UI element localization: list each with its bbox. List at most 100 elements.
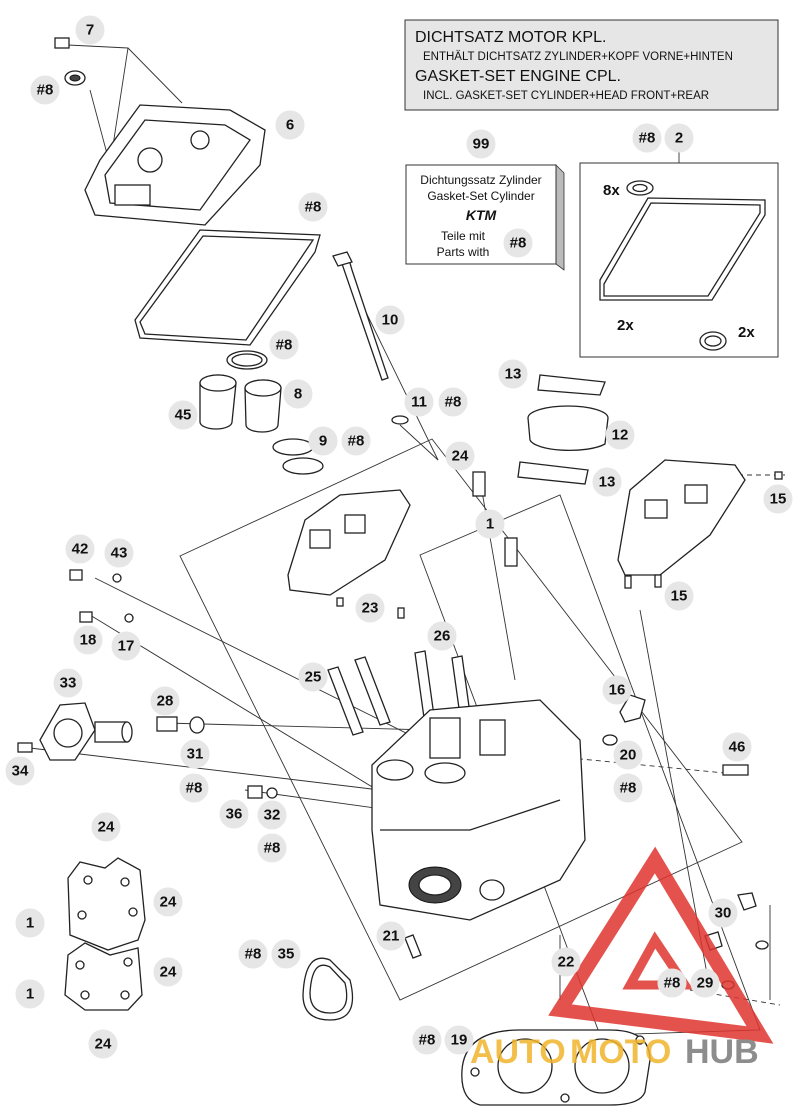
callout-15-b[interactable]: 15 [664,581,694,611]
callout-8-f[interactable]: #8 [438,387,468,417]
valve-cover [84,104,266,226]
callout-13-b[interactable]: 13 [592,467,622,497]
callout-13-a[interactable]: 13 [498,359,528,389]
svg-text:26: 26 [434,628,451,645]
svg-text:33: 33 [60,675,77,692]
qty-2x-gasket: 2x [617,317,634,334]
callout-11[interactable]: 11 [404,387,434,417]
gasket-plates-24 [64,857,146,1011]
callout-8-c[interactable]: #8 [632,123,662,153]
svg-text:24: 24 [98,819,115,836]
callout-29[interactable]: 29 [690,968,720,998]
intake-rubber [517,374,609,485]
callout-45[interactable]: 45 [168,400,198,430]
callout-36[interactable]: 36 [219,799,249,829]
callout-17[interactable]: 17 [111,631,141,661]
svg-text:42: 42 [72,541,89,558]
callout-8-a[interactable]: #8 [30,75,60,105]
automotohub-watermark: AUTO MOTO HUB [470,846,774,1071]
callout-12[interactable]: 12 [605,420,635,450]
callout-16[interactable]: 16 [602,675,632,705]
oil-filler-bolt [54,37,86,86]
gasket-set-line-4: INCL. GASKET-SET CYLINDER+HEAD FRONT+REA… [423,90,709,102]
svg-text:10: 10 [382,312,399,329]
callout-8-h[interactable]: #8 [179,773,209,803]
callout-1-b[interactable]: 1 [15,908,45,938]
callout-8-d[interactable]: #8 [269,330,299,360]
svg-text:15: 15 [671,588,688,605]
svg-text:#8: #8 [186,780,203,797]
callout-7[interactable]: 7 [75,15,105,45]
svg-text:#8: #8 [348,433,365,450]
callout-43[interactable]: 43 [104,538,134,568]
callout-23[interactable]: 23 [355,593,385,623]
gasket-set-line-3: GASKET-SET ENGINE CPL. [415,68,621,85]
callout-8-b[interactable]: #8 [298,192,328,222]
callout-8-e[interactable]: 8 [283,379,313,409]
svg-text:2: 2 [675,130,683,147]
ktm-logo: KTM [466,207,497,223]
watermark-triangle-outer [548,846,774,1044]
svg-text:25: 25 [305,669,322,686]
callout-15-a[interactable]: 15 [763,484,793,514]
callout-18[interactable]: 18 [73,625,103,655]
callout-24-b[interactable]: 24 [91,812,121,842]
callout-24-a[interactable]: 24 [445,441,475,471]
valve-cover-gasket [134,229,321,346]
callout-24-e[interactable]: 24 [88,1029,118,1059]
callouts: 7 #8 6 #8 99 #8 2 10 #8 8 45 11 #8 9 #8 … [5,15,793,1059]
svg-text:21: 21 [383,928,400,945]
callout-28[interactable]: 28 [150,686,180,716]
svg-text:23: 23 [362,600,379,617]
svg-text:7: 7 [86,22,94,39]
callout-31[interactable]: 31 [180,739,210,769]
callout-21[interactable]: 21 [376,921,406,951]
callout-6[interactable]: 6 [275,110,305,140]
callout-parts-ref[interactable]: #8 [503,228,533,258]
callout-1-c[interactable]: 1 [15,979,45,1009]
svg-text:35: 35 [278,946,295,963]
callout-20[interactable]: 20 [613,740,643,770]
callout-8-j[interactable]: #8 [257,833,287,863]
callout-8-m[interactable]: #8 [412,1025,442,1055]
callout-8-g[interactable]: #8 [341,426,371,456]
callout-25[interactable]: 25 [298,662,328,692]
callout-9[interactable]: 9 [308,426,338,456]
svg-text:19: 19 [451,1032,468,1049]
cylinder-set-line-1: Dichtungssatz Zylinder [420,173,541,187]
callout-26[interactable]: 26 [427,621,457,651]
svg-text:13: 13 [599,474,616,491]
callout-8-k[interactable]: #8 [238,939,268,969]
svg-text:#8: #8 [639,130,656,147]
callout-30[interactable]: 30 [708,898,738,928]
cylinder-set-line-4: Parts with [437,245,490,259]
callout-24-c[interactable]: 24 [153,887,183,917]
callout-99[interactable]: 99 [466,129,496,159]
svg-text:1: 1 [26,986,34,1003]
callout-10[interactable]: 10 [375,305,405,335]
svg-text:36: 36 [226,806,243,823]
svg-text:#8: #8 [664,975,681,992]
callout-8-i[interactable]: #8 [613,773,643,803]
svg-text:32: 32 [264,807,281,824]
svg-text:31: 31 [187,746,204,763]
callout-35[interactable]: 35 [271,939,301,969]
callout-22[interactable]: 22 [551,947,581,977]
svg-text:6: 6 [286,117,294,134]
callout-8-l[interactable]: #8 [657,968,687,998]
callout-42[interactable]: 42 [65,534,95,564]
cylinder-head [371,699,586,921]
rocker-carrier-front [287,489,411,619]
callout-46[interactable]: 46 [722,732,752,762]
callout-24-d[interactable]: 24 [153,957,183,987]
callout-33[interactable]: 33 [53,668,83,698]
callout-32[interactable]: 32 [257,800,287,830]
watermark-moto: MOTO [570,1033,671,1071]
callout-2[interactable]: 2 [664,123,694,153]
callout-1-a[interactable]: 1 [475,509,505,539]
svg-text:#8: #8 [305,199,322,216]
svg-text:46: 46 [729,739,746,756]
svg-text:17: 17 [118,638,135,655]
callout-19[interactable]: 19 [444,1025,474,1055]
callout-34[interactable]: 34 [5,756,35,786]
